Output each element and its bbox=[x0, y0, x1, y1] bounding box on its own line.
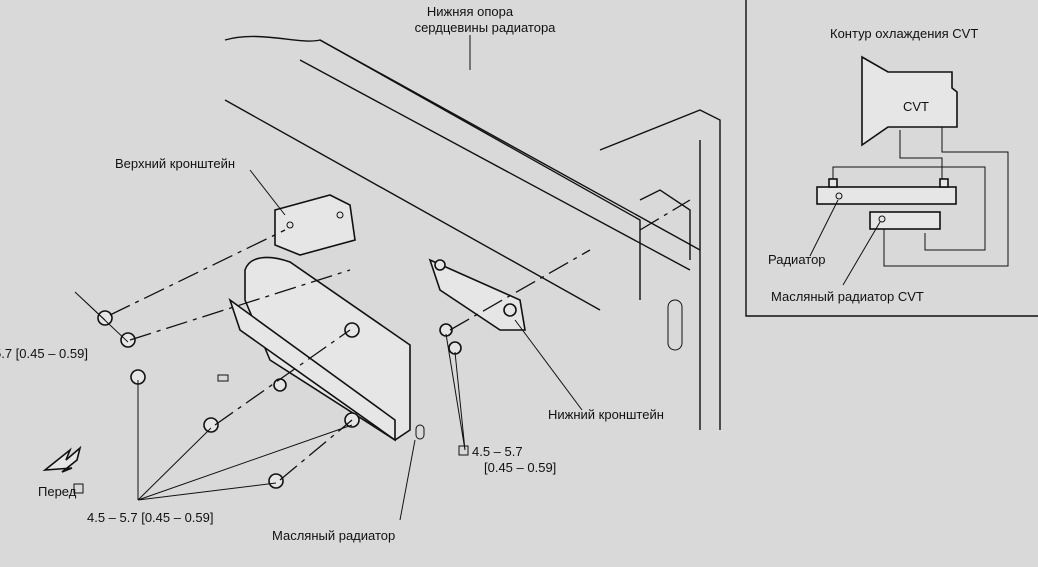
label-torque-bottom: 4.5 – 5.7 [0.45 – 0.59] bbox=[87, 510, 214, 525]
label-lower-bracket: Нижний кронштейн bbox=[548, 407, 664, 422]
label-front: Перед bbox=[38, 484, 77, 499]
label-oil-cooler: Масляный радиатор bbox=[272, 528, 395, 543]
label-radiator: Радиатор bbox=[768, 252, 826, 267]
label-torque-center-2: [0.45 – 0.59] bbox=[484, 460, 556, 475]
torque-wrench-icon bbox=[73, 445, 469, 494]
oil-cooler bbox=[217, 256, 425, 442]
radiator-block bbox=[816, 186, 957, 205]
front-arrow-icon bbox=[42, 445, 82, 473]
inset-title: Контур охлаждения CVT bbox=[830, 26, 978, 41]
label-cvt: CVT bbox=[903, 99, 929, 114]
cvt-unit bbox=[861, 55, 958, 147]
radiator-core-lower-support bbox=[224, 35, 721, 430]
label-torque-left: 5.7 [0.45 – 0.59] bbox=[0, 346, 88, 361]
leader-lines bbox=[74, 35, 583, 521]
label-upper-bracket: Верхний кронштейн bbox=[115, 156, 235, 171]
upper-bracket bbox=[274, 194, 356, 256]
cvt-cooling-circuit-inset: Контур охлаждения CVT CVT Радиатор Масля… bbox=[745, 0, 1038, 317]
lower-bracket bbox=[428, 258, 526, 331]
label-radiator-core-lower-support-2: сердцевины радиатора bbox=[415, 20, 557, 35]
label-cvt-oil-cooler: Масляный радиатор CVT bbox=[771, 289, 924, 304]
label-torque-center-1: 4.5 – 5.7 bbox=[472, 444, 523, 459]
cvt-oil-cooler-block bbox=[869, 211, 941, 230]
dashed-bolt-axes bbox=[109, 199, 691, 481]
label-radiator-core-lower-support: Нижняя опора bbox=[427, 4, 514, 19]
